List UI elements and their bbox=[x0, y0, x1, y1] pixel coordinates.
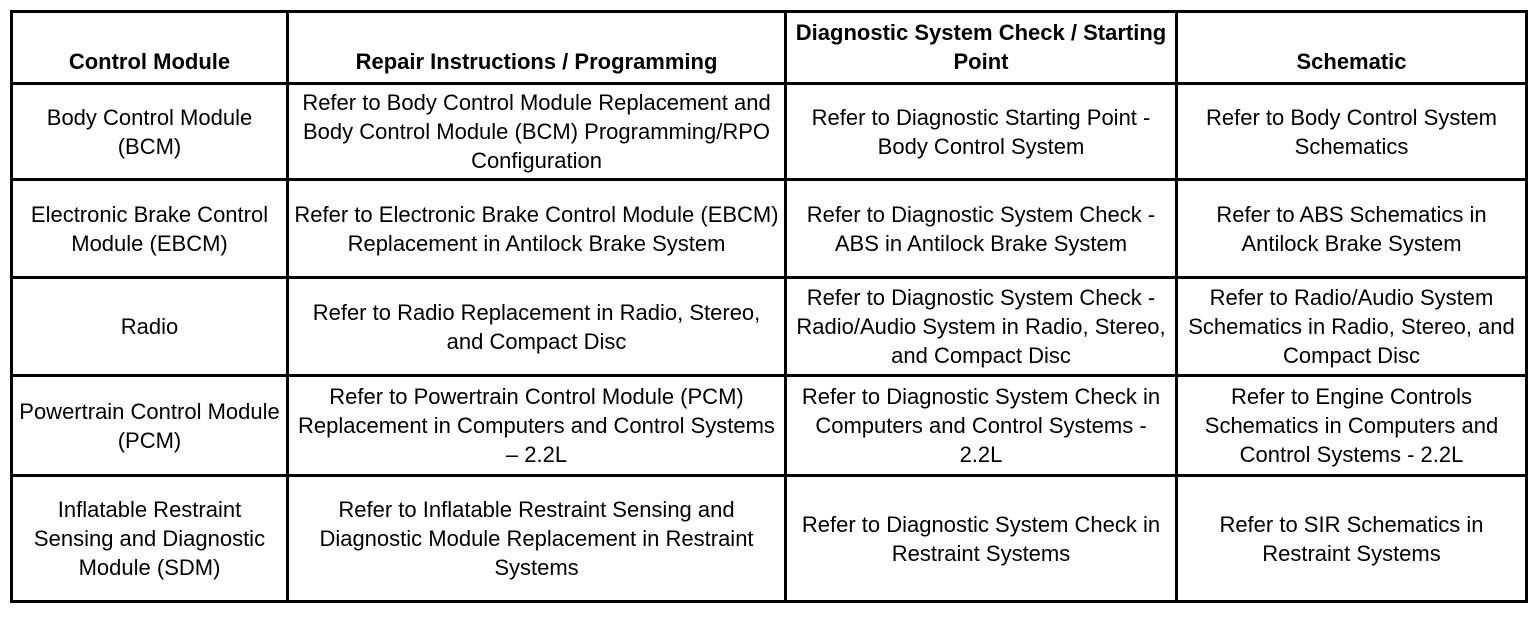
cell-repair: Refer to Electronic Brake Control Module… bbox=[286, 178, 787, 279]
table-header-row: Control Module Repair Instructions / Pro… bbox=[10, 10, 1528, 85]
cell-diagnostic: Refer to Diagnostic System Check - ABS i… bbox=[784, 178, 1178, 279]
cell-repair: Refer to Inflatable Restraint Sensing an… bbox=[286, 474, 787, 603]
table-row: Inflatable Restraint Sensing and Diagnos… bbox=[10, 474, 1528, 603]
cell-schematic: Refer to Body Control System Schematics bbox=[1175, 82, 1528, 181]
header-repair-instructions: Repair Instructions / Programming bbox=[286, 10, 787, 85]
table-row: Powertrain Control Module (PCM) Refer to… bbox=[10, 374, 1528, 477]
cell-schematic: Refer to Engine Controls Schematics in C… bbox=[1175, 374, 1528, 477]
cell-module: Radio bbox=[10, 276, 289, 377]
control-module-table-container: Control Module Repair Instructions / Pro… bbox=[10, 10, 1528, 603]
header-schematic: Schematic bbox=[1175, 10, 1528, 85]
cell-schematic: Refer to SIR Schematics in Restraint Sys… bbox=[1175, 474, 1528, 603]
table-row: Electronic Brake Control Module (EBCM) R… bbox=[10, 178, 1528, 279]
cell-diagnostic: Refer to Diagnostic Starting Point - Bod… bbox=[784, 82, 1178, 181]
cell-module: Body Control Module (BCM) bbox=[10, 82, 289, 181]
cell-repair: Refer to Body Control Module Replacement… bbox=[286, 82, 787, 181]
control-module-table: Control Module Repair Instructions / Pro… bbox=[10, 10, 1528, 603]
cell-repair: Refer to Powertrain Control Module (PCM)… bbox=[286, 374, 787, 477]
table-row: Body Control Module (BCM) Refer to Body … bbox=[10, 82, 1528, 181]
cell-diagnostic: Refer to Diagnostic System Check - Radio… bbox=[784, 276, 1178, 377]
table-row: Radio Refer to Radio Replacement in Radi… bbox=[10, 276, 1528, 377]
cell-module: Electronic Brake Control Module (EBCM) bbox=[10, 178, 289, 279]
cell-schematic: Refer to Radio/Audio System Schematics i… bbox=[1175, 276, 1528, 377]
header-diagnostic-system-check: Diagnostic System Check / Starting Point bbox=[784, 10, 1178, 85]
header-control-module: Control Module bbox=[10, 10, 289, 85]
cell-schematic: Refer to ABS Schematics in Antilock Brak… bbox=[1175, 178, 1528, 279]
cell-repair: Refer to Radio Replacement in Radio, Ste… bbox=[286, 276, 787, 377]
cell-module: Inflatable Restraint Sensing and Diagnos… bbox=[10, 474, 289, 603]
cell-diagnostic: Refer to Diagnostic System Check in Comp… bbox=[784, 374, 1178, 477]
cell-module: Powertrain Control Module (PCM) bbox=[10, 374, 289, 477]
cell-diagnostic: Refer to Diagnostic System Check in Rest… bbox=[784, 474, 1178, 603]
